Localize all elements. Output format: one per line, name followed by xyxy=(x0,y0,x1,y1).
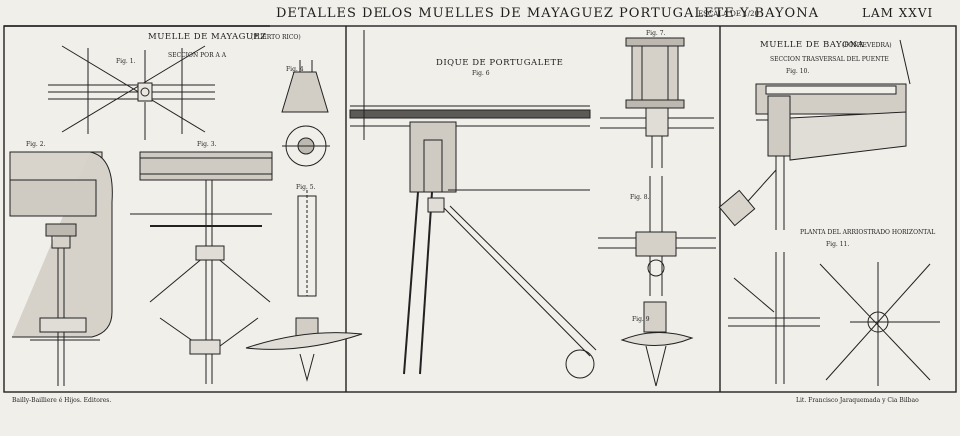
bayona-title: MUELLE DE BAYONA xyxy=(760,40,865,50)
footer-lithographer: Lit. Francisco Jaraquemada y Cia Bilbao xyxy=(796,397,919,404)
fig5-drawing xyxy=(245,190,363,382)
mayaguez-title: MUELLE DE MAYAGUEZ xyxy=(148,32,267,42)
plate-frame xyxy=(3,25,957,393)
portugalete-title: DIQUE DE PORTUGALETE xyxy=(436,58,564,68)
fig10-drawing xyxy=(718,39,911,230)
fig3-drawing xyxy=(130,151,273,384)
plate-title-main: LOS MUELLES DE MAYAGUEZ PORTUGALETE Y BA… xyxy=(382,6,819,21)
fig7-drawing xyxy=(600,37,714,168)
plate-title-left: DETALLES DE xyxy=(276,6,384,21)
fig8-label: Fig. 8. xyxy=(630,194,650,201)
plate-number: LAM XXVI xyxy=(862,6,934,20)
fig10-label: Fig. 10. xyxy=(786,68,810,75)
fig2-drawing xyxy=(9,151,113,386)
fig5-label: Fig. 5. xyxy=(296,184,316,191)
fig11-drawing xyxy=(728,252,940,386)
fig4-label: Fig. 4 xyxy=(286,66,304,73)
fig6-label: Fig. 6 xyxy=(472,70,490,77)
fig1-drawing xyxy=(48,45,215,140)
bayona-subtitle: (PONTEVEDRA) xyxy=(842,42,892,49)
fig1-label: Fig. 1. xyxy=(116,58,136,65)
fig9-label: Fig. 9 xyxy=(632,316,650,323)
fig3-label: Fig. 3. xyxy=(197,141,217,148)
bayona-plan-title: PLANTA DEL ARRIOSTRADO HORIZONTAL xyxy=(800,229,936,236)
fig7-label: Fig. 7. xyxy=(646,30,666,37)
fig8-drawing xyxy=(598,176,716,296)
fig2-label: Fig. 2. xyxy=(26,141,46,148)
mayaguez-section: SECCION POR A A xyxy=(168,52,227,59)
fig11-label: Fig. 11. xyxy=(826,241,850,248)
plate-scale: ESCALA DE 1/20 xyxy=(698,10,759,18)
fig9-drawing xyxy=(620,301,694,387)
footer-publisher: Bailly-Bailliere é Hijos. Editores. xyxy=(12,397,112,404)
fig6-drawing xyxy=(349,30,597,379)
mayaguez-subtitle: (PUERTO RICO) xyxy=(251,34,301,41)
fig4-drawing xyxy=(281,60,330,167)
bayona-section: SECCION TRASVERSAL DEL PUENTE xyxy=(770,56,889,63)
